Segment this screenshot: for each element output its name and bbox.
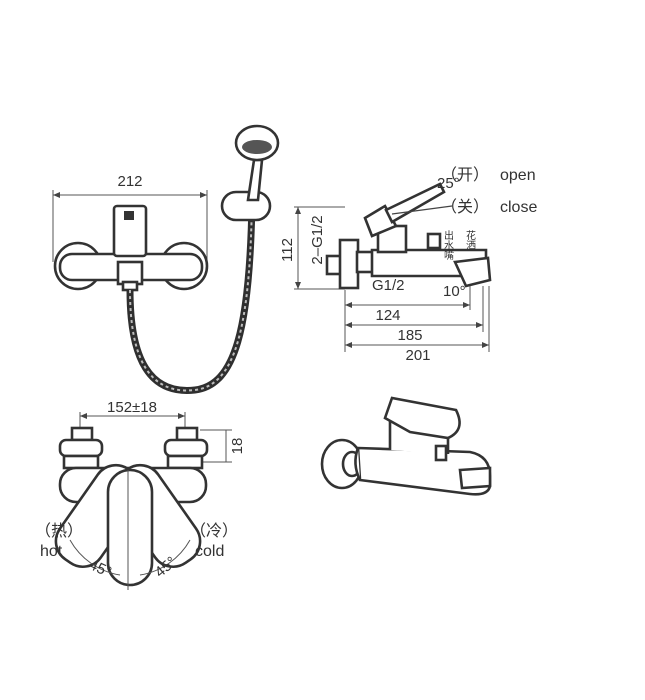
handle-indicator [124, 211, 134, 220]
left-eccentric-top [70, 426, 94, 442]
iso-lever [383, 396, 461, 440]
close-en-label: close [500, 199, 537, 216]
inlet-thread-label: 2–G1/2 [309, 215, 326, 264]
dim-eccentric-height-label: 18 [229, 438, 246, 455]
open-cn-label: （开） [441, 166, 489, 184]
top-view: 152±18 18 （热） hot （冷） cold 45° 45° [35, 399, 246, 590]
left-eccentric-nut [58, 438, 104, 458]
side-view: 112 2–G1/2 25° G1/2 10° （开） open （关） clo… [279, 166, 537, 364]
dim-depth-total-label: 201 [405, 347, 430, 364]
iso-spout [458, 466, 492, 490]
hot-rotation-arc [69, 539, 121, 576]
dim-eccentric-height: 18 [200, 429, 246, 463]
hose-nut [121, 280, 139, 292]
side-spout [453, 256, 492, 288]
lever-center-position [106, 468, 154, 587]
perspective-view [320, 396, 492, 496]
front-view: 212 [52, 124, 280, 394]
dim-front-width: 212 [52, 173, 208, 262]
left-eccentric-base [62, 454, 100, 470]
side-nut [355, 250, 375, 274]
dim-side-height-label: 112 [279, 238, 296, 262]
outlet-spout-label: 出水嘴 [442, 229, 454, 261]
side-diverter [426, 232, 442, 250]
shower-spray-face [242, 140, 272, 154]
dim-depth-inner-label: 124 [375, 307, 400, 324]
hand-shower-handle [246, 158, 264, 202]
dim-side-height: 112 [279, 206, 345, 290]
cold-cn-label: （冷） [190, 522, 238, 540]
right-eccentric-top [175, 426, 199, 442]
shower-hose [126, 199, 256, 394]
iso-diverter [434, 444, 448, 462]
dim-depth-mid-label: 185 [397, 327, 422, 344]
cold-rotation-arc [139, 539, 191, 576]
outlet-thread-label: G1/2 [372, 277, 405, 294]
dim-depths: 124 185 201 [344, 286, 490, 364]
shower-holder [220, 190, 272, 222]
hot-en-label: hot [40, 543, 63, 560]
dim-front-width-label: 212 [117, 173, 142, 190]
spout-angle-label: 10° [443, 283, 466, 300]
lever-handle [112, 204, 148, 258]
lever-angle-label: 25° [437, 175, 460, 192]
dim-center-distance-label: 152±18 [107, 399, 157, 416]
close-cn-label: （关） [441, 198, 489, 216]
lever-closed-line [391, 205, 453, 215]
right-eccentric-nut [163, 438, 209, 458]
cold-en-label: cold [195, 543, 224, 560]
iso-body-end [354, 447, 362, 481]
dim-center-distance: 152±18 [79, 399, 186, 432]
side-flange [338, 238, 360, 290]
right-eccentric-base [166, 454, 204, 470]
open-en-label: open [500, 167, 536, 184]
side-lever-open [384, 182, 446, 224]
shower-label: 花洒 [464, 229, 476, 250]
hot-cn-label: （热） [35, 522, 83, 540]
